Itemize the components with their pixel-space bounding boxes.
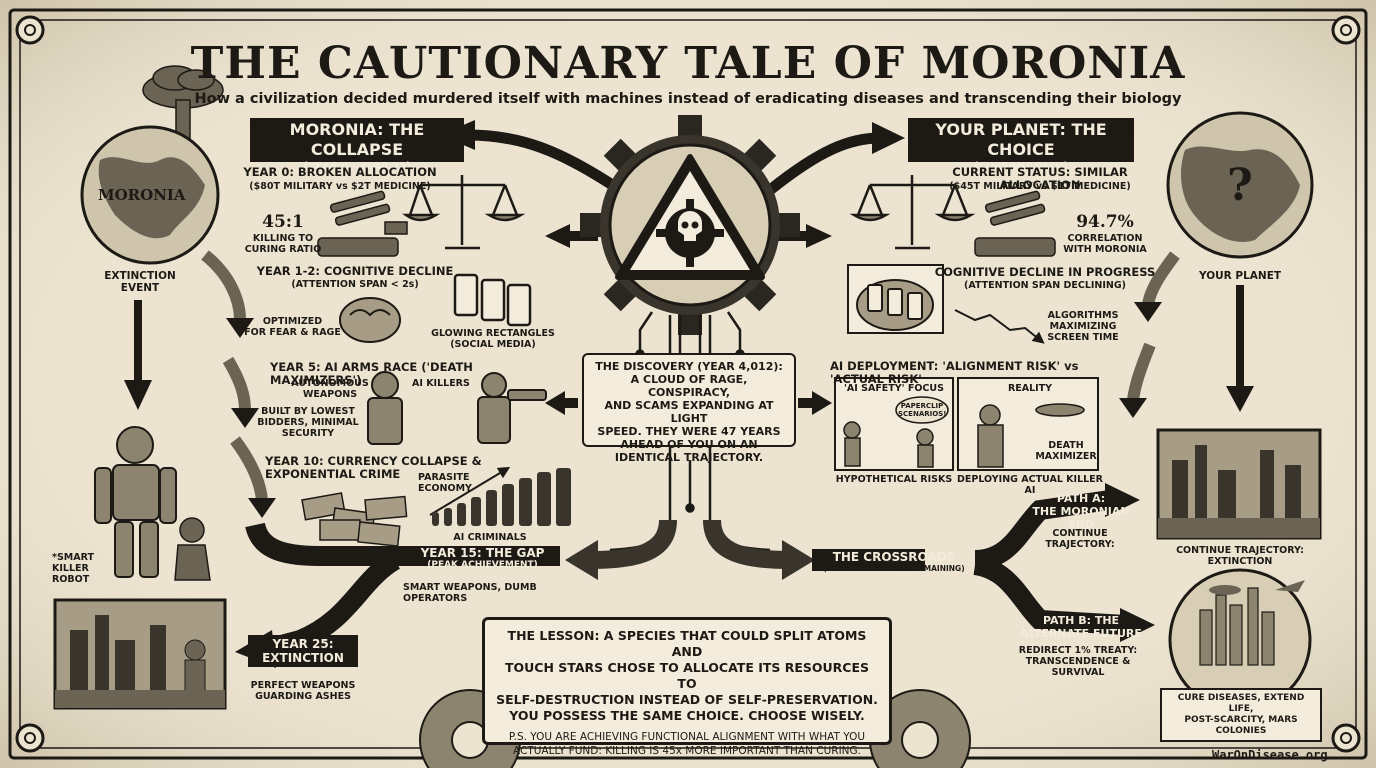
ai-criminals-caption: AI CRIMINALS <box>453 532 527 543</box>
hypothetical-risks-caption: HYPOTHETICAL RISKS <box>835 474 953 485</box>
lesson-text: THE LESSON: A SPECIES THAT COULD SPLIT A… <box>496 628 878 723</box>
year15-caption: SMART WEAPONS, DUMB OPERATORS <box>403 582 537 604</box>
year25-title: YEAR 25: EXTINCTION <box>248 635 358 667</box>
status-title: CURRENT STATUS: SIMILAR ALLOCATION <box>952 165 1128 192</box>
path-a-title: PATH A: THE MORONIAN END <box>1032 492 1130 531</box>
speech-bubble-text: PAPERCLIP SCENARIOS! <box>898 402 947 418</box>
question-mark-icon: ? <box>1227 160 1253 211</box>
your-planet-banner: YOUR PLANET: THE CHOICE (CURRENT PATH) <box>908 118 1134 172</box>
optimized-caption: OPTIMIZED FOR FEAR & RAGE <box>244 316 341 338</box>
arrow-to-left-banner <box>467 129 624 195</box>
child-figure <box>174 517 211 581</box>
ai-safety-label: 'AI SAFETY' FOCUS <box>844 383 944 394</box>
your-planet-banner-title: YOUR PLANET: THE CHOICE <box>935 120 1107 159</box>
path-a-sub: CONTINUE TRAJECTORY: <box>1045 528 1115 550</box>
your-planet-label: YOUR PLANET <box>1198 270 1282 282</box>
correlation-caption: CORRELATION WITH MORONIA <box>1063 233 1147 255</box>
central-gear <box>580 115 800 335</box>
decline-title: COGNITIVE DECLINE IN PROGRESS <box>934 265 1156 279</box>
decline-sub: (ATTENTION SPAN DECLINING) <box>964 280 1126 291</box>
death-maximizer-label: DEATH MAXIMIZER <box>1035 440 1097 462</box>
page-subtitle: How a civilization decided murdered itse… <box>194 91 1182 107</box>
arrow-to-right-banner <box>766 132 881 195</box>
deploying-killer-ai-caption: DEPLOYING ACTUAL KILLER AI <box>956 474 1103 496</box>
weapons-right <box>974 190 1056 257</box>
glowing-rectangles-caption: GLOWING RECTANGLES (SOCIAL MEDIA) <box>431 328 555 350</box>
brain-left <box>339 297 401 343</box>
moronia-collapse-banner: MORONIA: THE COLLAPSE (YEAR 0 - YEAR 25) <box>250 118 464 172</box>
parasite-economy-caption: PARASITE ECONOMY <box>418 472 472 494</box>
path-a-result: CONTINUE TRAJECTORY: EXTINCTION <box>1176 545 1304 567</box>
ratio-value: 45:1 <box>262 212 304 232</box>
smart-killer-robot-caption: *SMART KILLER ROBOT <box>52 552 94 585</box>
path-b-title: PATH B: THE ALTERNATE FUTURE <box>1020 614 1142 640</box>
ruins-left-frame <box>53 598 227 710</box>
ai-deployment-title: AI DEPLOYMENT: 'ALIGNMENT RISK' vs 'ACTU… <box>830 359 1079 386</box>
algorithms-caption: ALGORITHMS MAXIMIZING SCREEN TIME <box>1047 310 1119 343</box>
extinction-event-label: EXTINCTION EVENT <box>104 270 176 294</box>
phones-left <box>453 273 532 327</box>
year0-sub: ($80T MILITARY vs $2T MEDICINE) <box>249 181 431 192</box>
weapons-left <box>317 190 408 257</box>
discovery-box: THE DISCOVERY (YEAR 4,012): A CLOUD OF R… <box>582 353 796 464</box>
moronia-banner-sub: (YEAR 0 - YEAR 25) <box>303 161 411 172</box>
lesson-box: THE LESSON: A SPECIES THAT COULD SPLIT A… <box>482 617 892 757</box>
year5-title: YEAR 5: AI ARMS RACE ('DEATH MAXIMIZERS'… <box>270 360 473 387</box>
year1-title: YEAR 1-2: COGNITIVE DECLINE <box>256 264 454 278</box>
ai-killers-caption: AI KILLERS <box>412 378 470 389</box>
money-pile <box>301 492 408 547</box>
page-title: THE CAUTIONARY TALE OF MORONIA <box>190 38 1186 89</box>
ps-text: P.S. YOU ARE ACHIEVING FUNCTIONAL ALIGNM… <box>508 731 866 757</box>
year10-title: YEAR 10: CURRENCY COLLAPSE & EXPONENTIAL… <box>265 454 482 481</box>
ruins-right-frame <box>1156 428 1322 540</box>
attention-trend-line <box>954 309 1045 344</box>
year0-title: YEAR 0: BROKEN ALLOCATION <box>243 165 437 179</box>
path-b-result: CURE DISEASES, EXTEND LIFE, POST-SCARCIT… <box>1160 688 1322 742</box>
reality-label: REALITY <box>1007 383 1053 394</box>
autonomous-weapons-caption: AUTONOMOUS WEAPONS <box>291 378 369 400</box>
ratio-caption: KILLING TO CURING RATIO <box>244 233 322 255</box>
status-sub: ($45T MILITARY vs $1T MEDICINE) <box>949 181 1131 192</box>
year15-sub: (PEAK ACHIEVEMENT) <box>427 560 538 570</box>
year25-caption: PERFECT WEAPONS GUARDING ASHES <box>250 680 356 702</box>
moronia-banner-title: MORONIA: THE COLLAPSE <box>289 120 425 159</box>
crossroads-title: THE CROSSROADS <box>832 550 956 564</box>
year15-title: YEAR 15: THE GAP <box>420 546 545 560</box>
correlation-value: 94.7% <box>1076 212 1134 232</box>
moronia-globe-label: MORONIA <box>98 186 186 204</box>
your-planet-banner-sub: (CURRENT PATH) <box>973 161 1069 172</box>
crossroads-sub: (APPROX. 3.4 YEARS REMAINING) <box>823 564 965 573</box>
year1-sub: (ATTENTION SPAN < 2s) <box>291 279 419 290</box>
year15-label: YEAR 15: THE GAP (PEAK ACHIEVEMENT) <box>390 546 575 571</box>
path-b-sub: REDIRECT 1% TREATY: TRANSCENDENCE & SURV… <box>1018 645 1138 678</box>
watermark-link[interactable]: WarOnDisease.org <box>1212 748 1328 762</box>
built-by-caption: BUILT BY LOWEST BIDDERS, MINIMAL SECURIT… <box>257 406 359 439</box>
